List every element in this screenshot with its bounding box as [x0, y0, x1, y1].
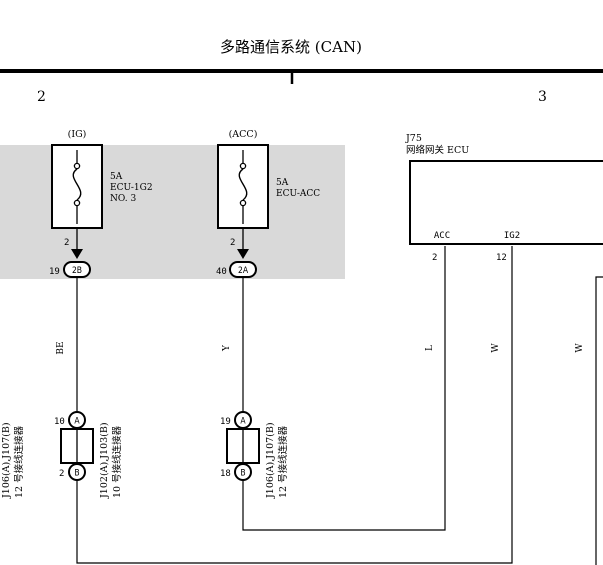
section-number-left: 2	[37, 89, 46, 105]
connector-terminal-a-label: A	[240, 417, 246, 427]
connector-label: J106(A),J107(B)	[265, 422, 276, 499]
wire-color-w: W	[575, 343, 585, 353]
fuse-name: ECU-1G2	[110, 183, 153, 193]
ecu-pin-ig2: 12	[496, 253, 507, 263]
wire-be-return	[76, 246, 513, 564]
fuse-element-icon	[72, 168, 82, 201]
ecu-pin-label-ig2: IG2	[504, 231, 520, 241]
connector-terminal-a-label: A	[74, 417, 80, 427]
connector-label-2: 10 号接线连接器	[111, 425, 123, 498]
ecu-box	[409, 160, 603, 245]
fuse-source-label: (ACC)	[229, 129, 258, 140]
connector-terminal-b	[234, 463, 252, 481]
wire-w-right	[595, 276, 603, 565]
ecu-pin-acc: 2	[432, 253, 437, 263]
connector-terminal-b-label: B	[74, 469, 79, 479]
junction-connector-12: 19 A 18 B J106(A),J107(B) 12 号接线连接器	[220, 411, 289, 499]
connector-label: J102(A),J103(B)	[99, 422, 110, 499]
connector-terminal-b	[68, 463, 86, 481]
wire-y-return	[242, 246, 446, 531]
fuse-rating: 5A	[276, 178, 289, 188]
wire-color-w: W	[491, 343, 501, 353]
fuse-pin: 2	[230, 238, 235, 248]
connector-label-edge: J106(A),J107(B)	[1, 422, 12, 499]
fuse-element-icon	[238, 168, 248, 201]
fuse-name-2: NO. 3	[110, 194, 136, 204]
fuse-rating: 5A	[110, 172, 123, 182]
ecu-code: J75	[405, 133, 422, 144]
arrow-down-icon	[71, 249, 83, 259]
wire-color-y: Y	[222, 344, 232, 352]
junction-terminal-2b: 19 2B	[49, 261, 91, 278]
connector-pin-b: 2	[59, 469, 64, 479]
wire-color-l: L	[425, 345, 435, 351]
connector-pin-b: 18	[220, 469, 231, 479]
wire-color-be: BE	[56, 341, 66, 354]
diagram-title: 多路通信系统 (CAN)	[220, 38, 362, 56]
arrow-down-icon	[237, 249, 249, 259]
fuse-terminal-bottom	[239, 199, 247, 207]
fuse-ecu-acc: (ACC) 5A ECU-ACC 2	[217, 129, 320, 259]
connector-label-2: 12 号接线连接器	[277, 425, 289, 498]
junction-pin: 40	[216, 267, 227, 277]
fuse-name: ECU-ACC	[276, 189, 320, 199]
ecu-name: 网络网关 ECU	[406, 144, 469, 156]
terminal-code: 2A	[238, 266, 249, 276]
fuse-pin: 2	[64, 238, 69, 248]
connector-pin-a: 10	[54, 417, 65, 427]
fuse-ecu-ig2: (IG) 5A ECU-1G2 NO. 3 2	[51, 129, 153, 259]
junction-connector-10: 10 A 2 B J102(A),J103(B) 10 号接线连接器	[54, 411, 123, 499]
terminal-code: 2B	[72, 266, 82, 276]
fuse-terminal-bottom	[73, 199, 81, 207]
gateway-ecu: J75 网络网关 ECU ACC IG2 2 12	[405, 133, 603, 263]
ecu-pin-label-acc: ACC	[434, 231, 450, 241]
fuse-source-label: (IG)	[68, 129, 87, 140]
junction-pin: 19	[49, 267, 60, 277]
connector-terminal-b-label: B	[240, 469, 245, 479]
fuse-terminal-top	[239, 162, 247, 170]
fuse-terminal-top	[73, 162, 81, 170]
connector-pin-a: 19	[220, 417, 231, 427]
connector-label-edge-2: 12 号接线连接器	[13, 425, 25, 498]
section-number-right: 3	[538, 89, 547, 105]
